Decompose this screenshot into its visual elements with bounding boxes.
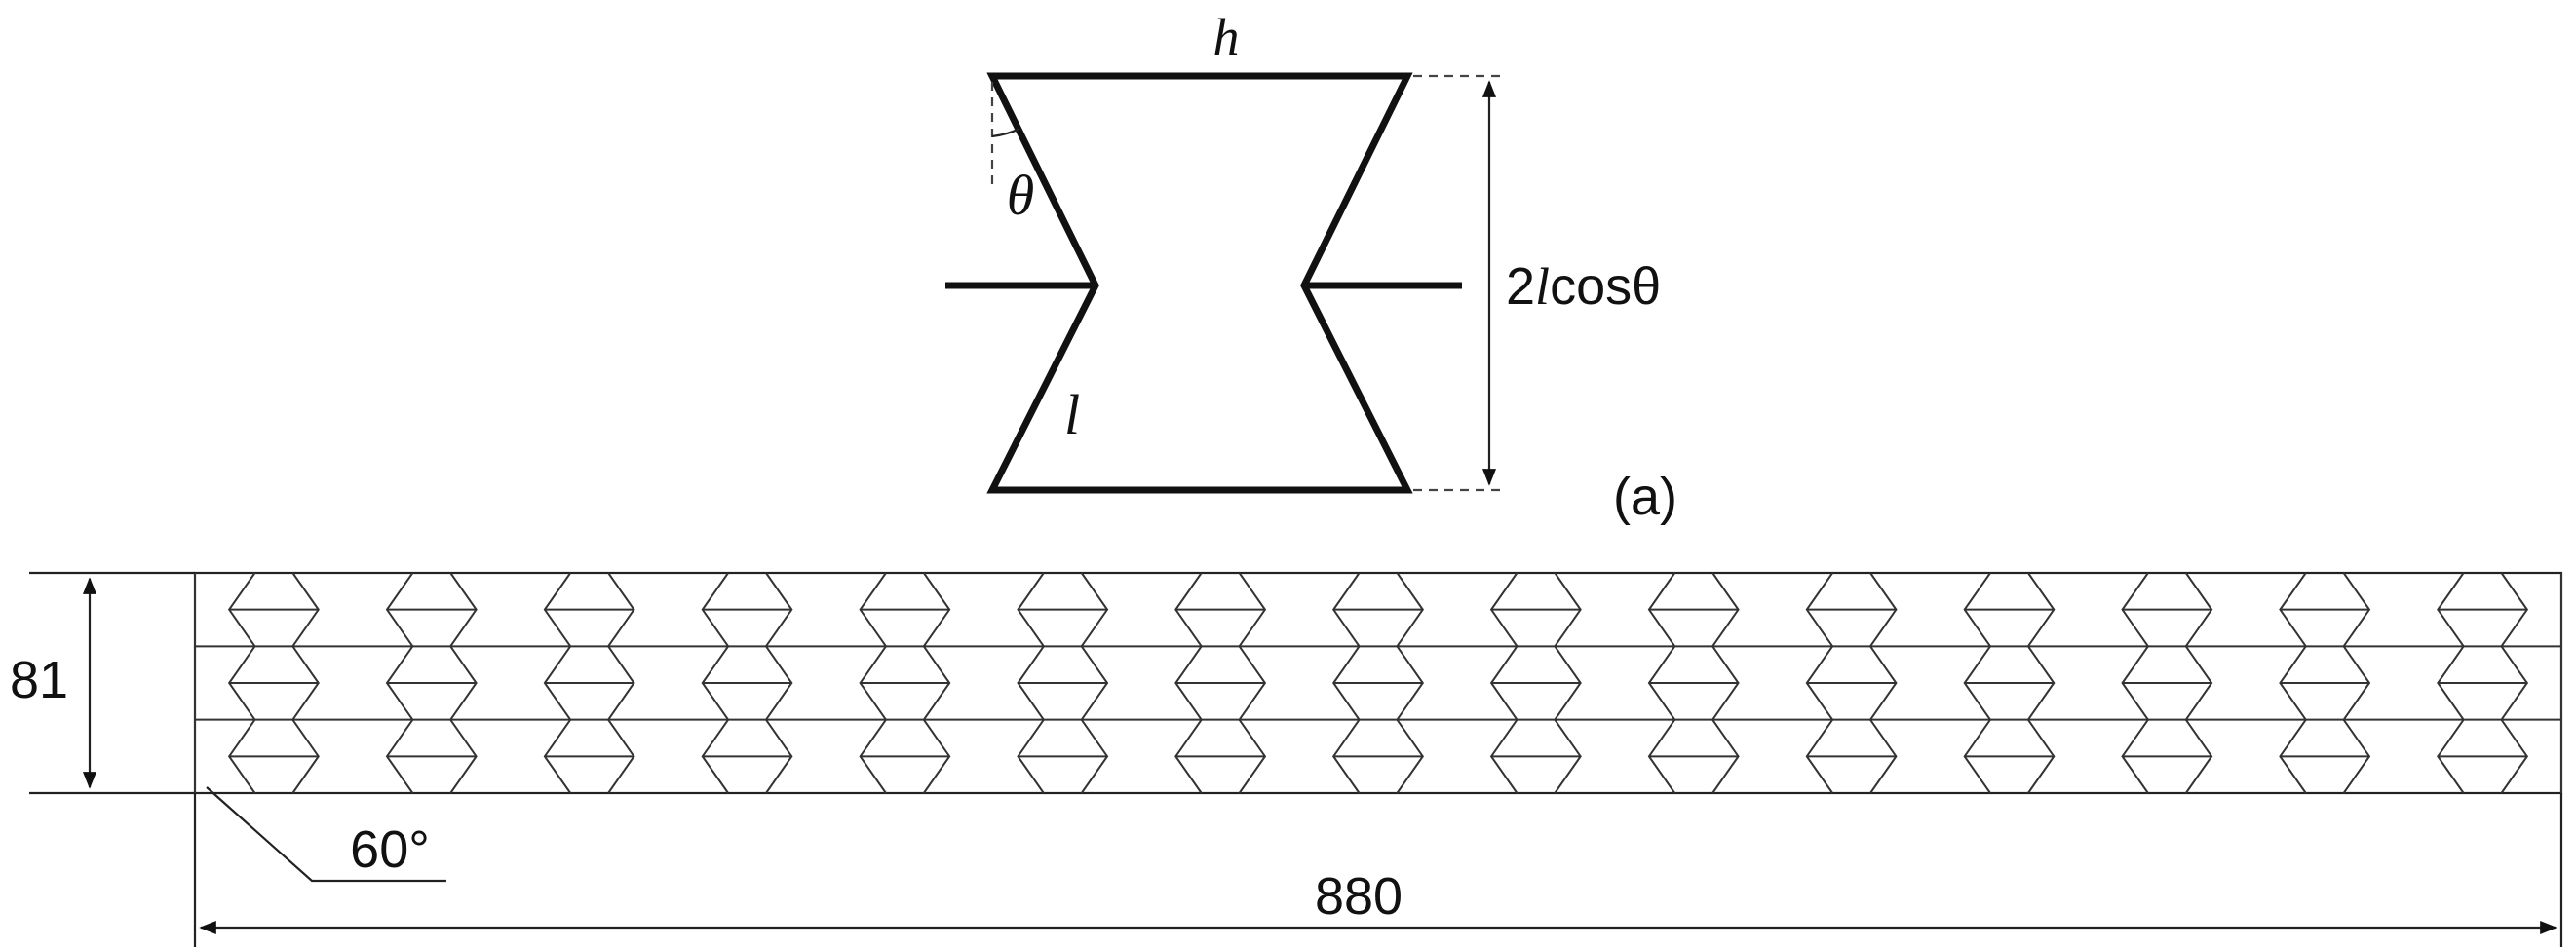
cell-left-strut <box>1869 572 1898 647</box>
cell-left-strut <box>923 572 951 647</box>
cell-left-strut <box>291 572 320 647</box>
cell-left-strut <box>1554 572 1582 647</box>
label-height-formula: 2lcosθ <box>1506 257 1661 316</box>
cell-left-strut <box>2027 719 2056 794</box>
cell-left-strut <box>449 645 478 721</box>
cell-left-strut <box>1396 572 1425 647</box>
cell-left-strut <box>1869 645 1898 721</box>
cell-left-strut <box>449 572 478 647</box>
cell-left-strut <box>1554 719 1582 794</box>
cell-left-strut <box>2184 645 2213 721</box>
cell-left-strut <box>291 719 320 794</box>
cell-left-strut <box>1080 645 1109 721</box>
cell-left-strut <box>2027 645 2056 721</box>
cell-left-strut <box>2184 719 2213 794</box>
cell-left-strut <box>449 719 478 794</box>
cell-left-strut <box>1711 572 1740 647</box>
cell-left-strut <box>1396 719 1425 794</box>
cell-left-strut <box>2342 645 2371 721</box>
cell-left-strut <box>1238 719 1267 794</box>
cell-left-strut <box>1396 645 1425 721</box>
cell-left-strut <box>2500 645 2529 721</box>
cell-left-strut <box>923 719 951 794</box>
cell-left-strut <box>765 572 793 647</box>
cell-left-strut <box>2342 572 2371 647</box>
cell-left-strut <box>607 719 635 794</box>
cell-left-strut <box>1554 645 1582 721</box>
cell-left-strut <box>2342 719 2371 794</box>
beam-panel: 81 60° 880 <box>10 571 2563 947</box>
cell-left-strut <box>1711 645 1740 721</box>
beam-height-label: 81 <box>10 651 68 709</box>
beam-angle-label: 60° <box>350 820 430 879</box>
cell-left-strut <box>2500 719 2529 794</box>
cell-left-strut <box>607 572 635 647</box>
cell-left-strut <box>2184 572 2213 647</box>
cell-left-strut <box>765 719 793 794</box>
cell-left-strut <box>1711 719 1740 794</box>
cell-left-strut <box>1238 572 1267 647</box>
label-theta: θ <box>1007 164 1035 227</box>
cell-left-strut <box>1080 572 1109 647</box>
cell-left-strut <box>1869 719 1898 794</box>
honeycomb-cells <box>194 572 2562 794</box>
cell-left-strut <box>765 645 793 721</box>
cell-left-strut <box>923 645 951 721</box>
unit-cell: h θ l 2lcosθ (a) <box>945 8 1677 526</box>
beam-length-label: 880 <box>1315 867 1403 926</box>
cell-left-strut <box>607 645 635 721</box>
panel-label: (a) <box>1613 468 1677 526</box>
angle-leader-line <box>206 786 446 883</box>
angle-arc <box>991 128 1020 138</box>
label-h: h <box>1213 8 1240 66</box>
cell-left-strut <box>1238 645 1267 721</box>
cell-left-strut <box>2027 572 2056 647</box>
label-l: l <box>1064 383 1080 446</box>
cell-left-strut <box>291 645 320 721</box>
cell-left-strut <box>2500 572 2529 647</box>
cell-left-strut <box>1080 719 1109 794</box>
